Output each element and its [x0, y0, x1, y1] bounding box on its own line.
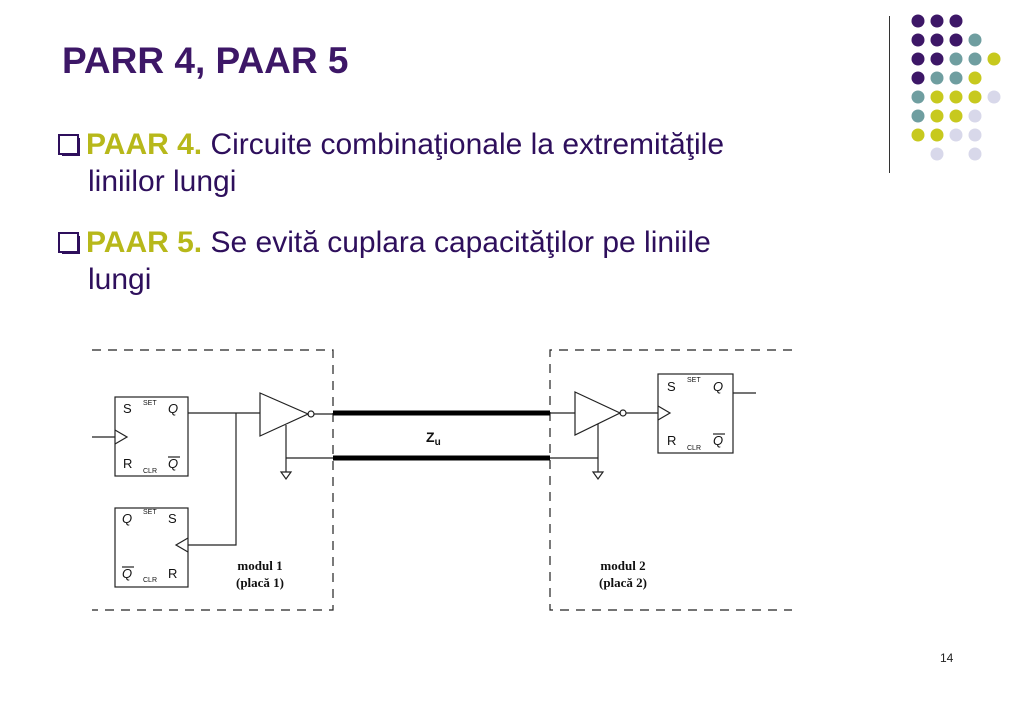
flip-flop-2 [114, 507, 189, 588]
bullet-paar4: PAAR 4. Circuite combinaţionale la extre… [58, 126, 888, 200]
module1-board-label: (placă 1) [236, 575, 284, 590]
bullet-highlight: PAAR 4. [86, 128, 203, 161]
bullet-continuation: liniilor lungi [88, 165, 237, 198]
slide-title: PARR 4, PAAR 5 [62, 40, 349, 81]
module2-label: modul 2 [600, 558, 645, 573]
ff1-qbar-label: Q [168, 456, 178, 471]
module2-board-label: (placă 2) [599, 575, 647, 590]
module1-boundary [92, 349, 334, 611]
ff1-set-label: S [123, 401, 132, 416]
ff3-set-label: S [667, 379, 676, 394]
ff3-clr-tag: CLR [687, 445, 701, 452]
title-divider [889, 16, 890, 173]
module2-boundary [549, 349, 792, 611]
buffer-1 [259, 392, 310, 437]
ff1-reset-label: R [123, 456, 132, 471]
ff1-q-label: Q [168, 401, 178, 416]
ff2-set-label: S [168, 511, 177, 526]
bullet-highlight: PAAR 5. [86, 226, 203, 259]
ff1-clock-triangle [114, 429, 129, 445]
checkbox-bullet-icon [58, 134, 80, 156]
ff2-set-tag: SET [143, 509, 157, 516]
ff2-clr-tag: CLR [143, 577, 157, 584]
bullet-continuation: lungi [88, 263, 152, 296]
flip-flop-3 [657, 373, 734, 454]
ff2-q-label: Q [122, 511, 132, 526]
ff3-qbar-label: Q [713, 433, 723, 448]
bullet-paar5: PAAR 5. Se evită cuplara capacităţilor p… [58, 224, 888, 298]
ff2-qbar-label: Q [122, 566, 132, 581]
ff3-clock-triangle [657, 405, 672, 421]
ground-2-icon [591, 471, 605, 481]
ff2-reset-label: R [168, 566, 177, 581]
ff2-clock-triangle [174, 537, 189, 553]
ground-1-icon [279, 471, 293, 481]
module1-label: modul 1 [237, 558, 282, 573]
line-impedance-label: Zu [426, 429, 441, 448]
ff3-reset-label: R [667, 433, 676, 448]
bullet-text: Se evită cuplara capacităţilor pe liniil… [202, 226, 711, 259]
checkbox-bullet-icon [58, 232, 80, 254]
ff3-q-label: Q [713, 379, 723, 394]
page-number: 14 [940, 651, 954, 665]
ff3-set-tag: SET [687, 377, 701, 384]
bullet-text: Circuite combinaţionale la extremităţile [202, 128, 725, 161]
ff1-set-tag: SET [143, 400, 157, 407]
ff1-clr-tag: CLR [143, 468, 157, 475]
